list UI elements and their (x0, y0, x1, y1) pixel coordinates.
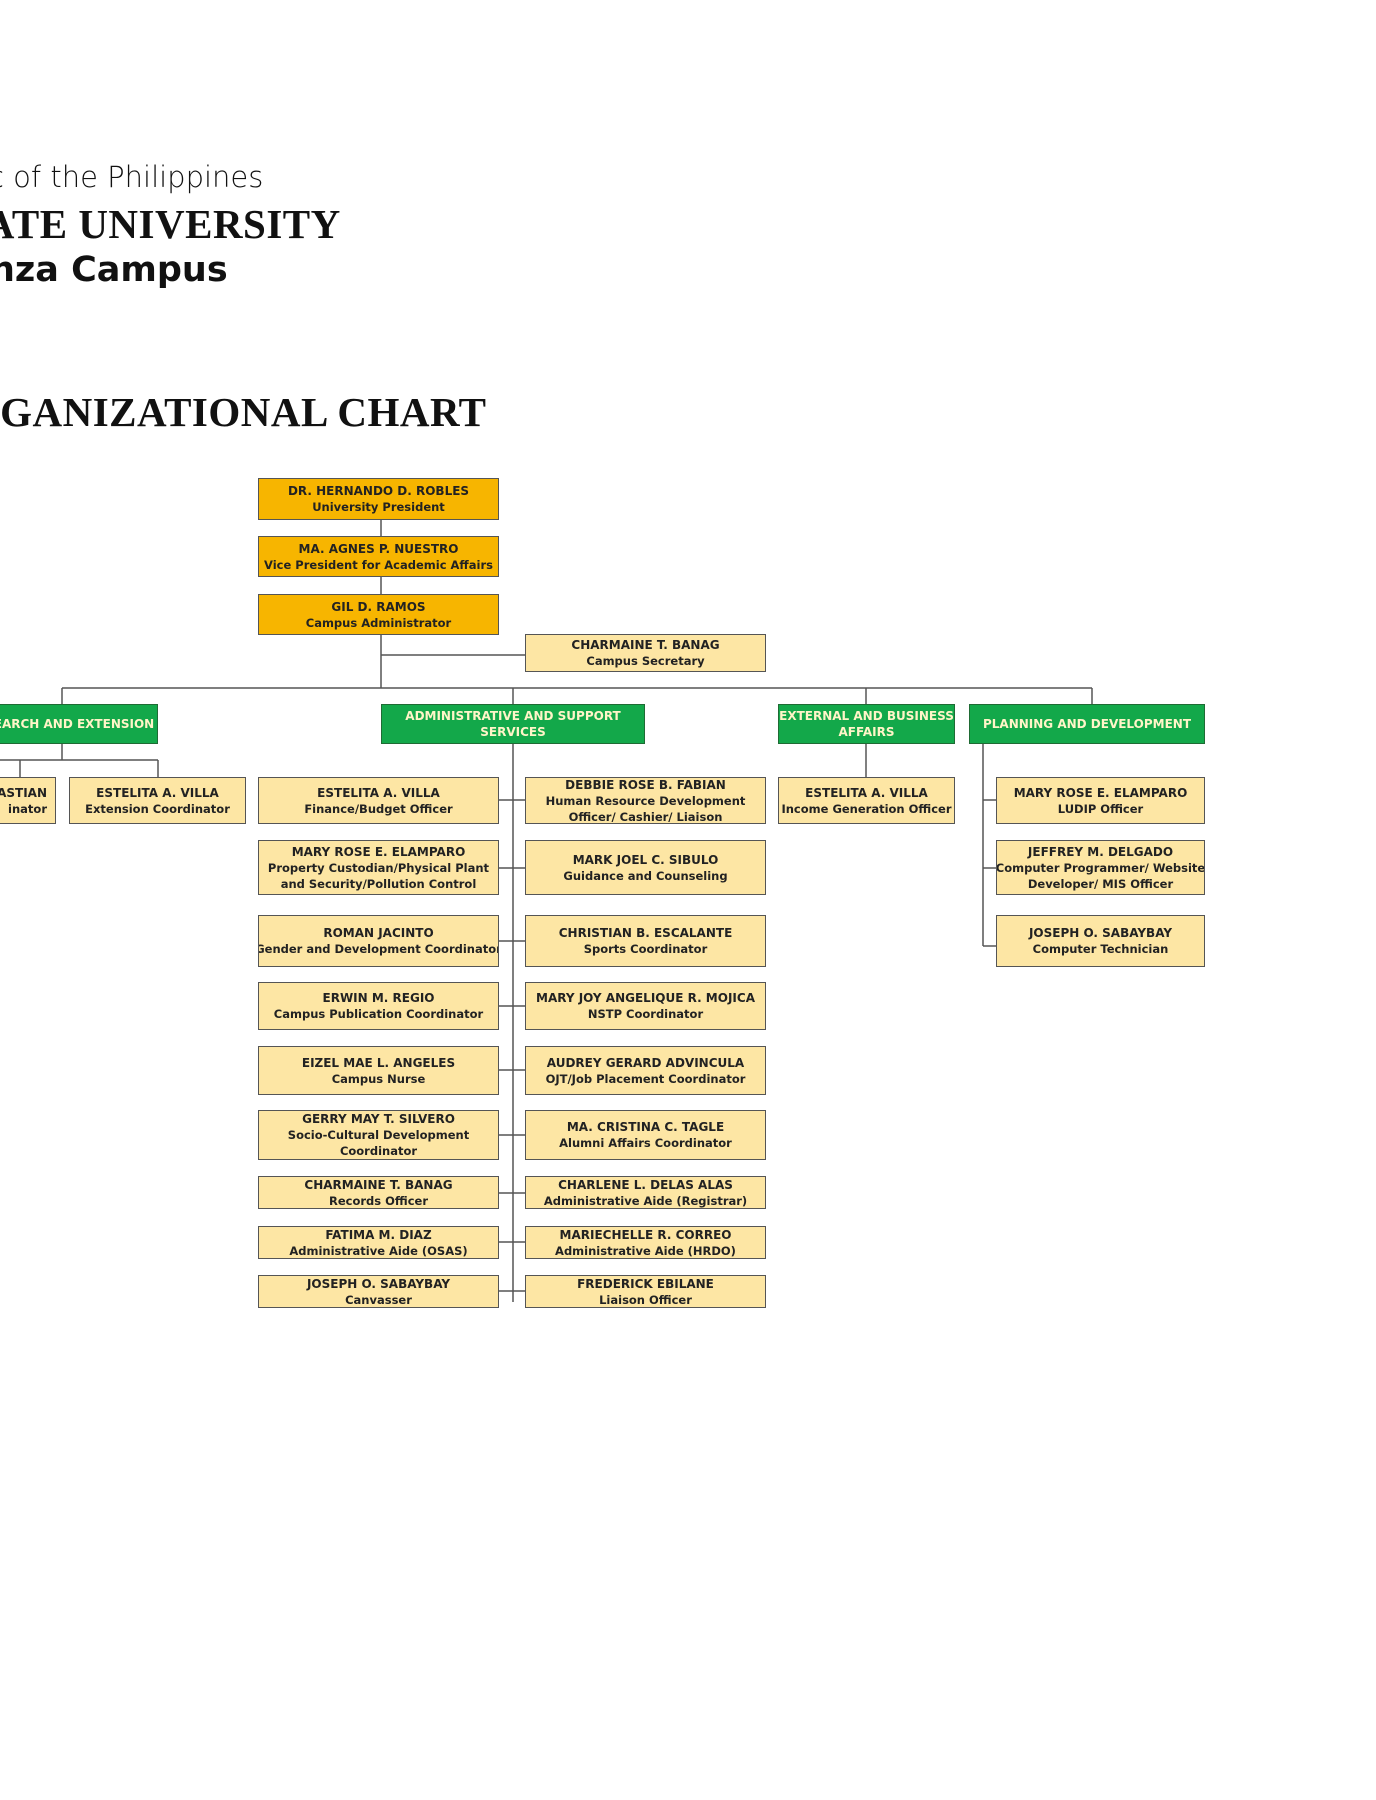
header-republic: c of the Philippines (0, 160, 264, 194)
header-campus: nza Campus (0, 250, 228, 290)
office-research-extension: EARCH AND EXTENSION (0, 704, 158, 744)
page-title: RGANIZATIONAL CHART (0, 389, 487, 435)
office-planning-development: PLANNING AND DEVELOPMENT (969, 704, 1205, 744)
header-university: TATE UNIVERSITY (0, 201, 341, 247)
